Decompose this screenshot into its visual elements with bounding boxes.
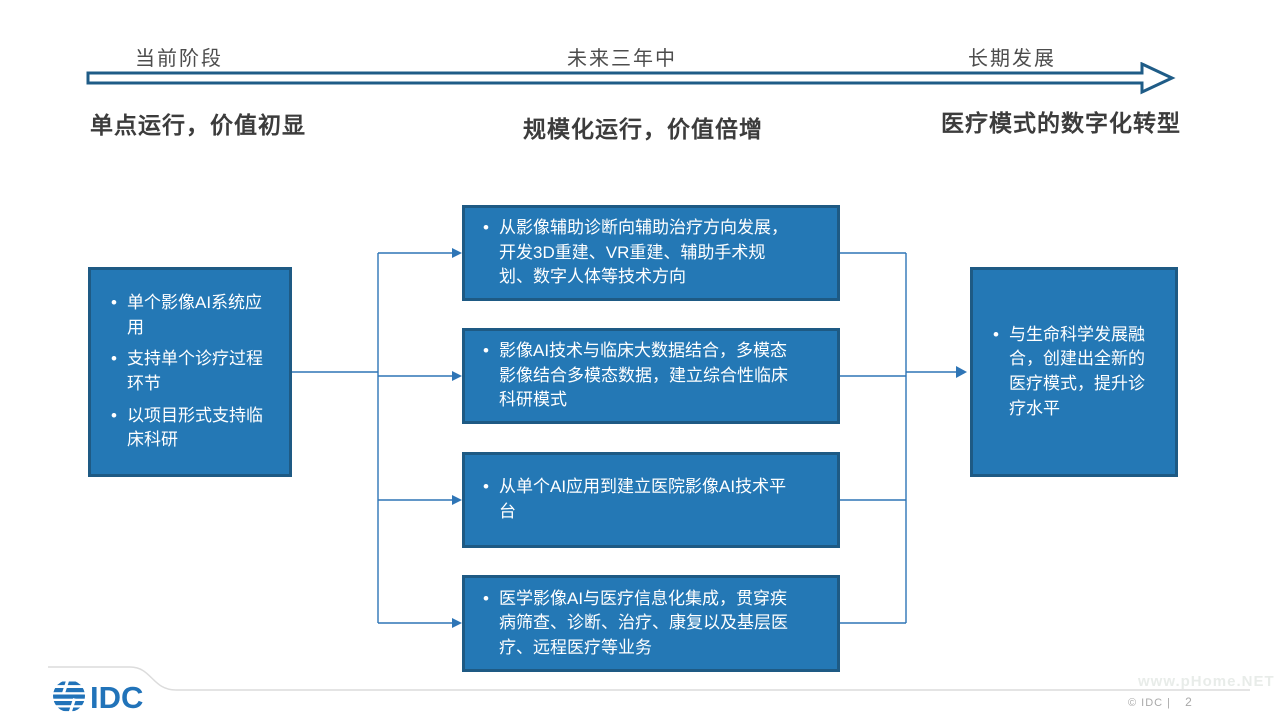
arrowheads [452,248,967,628]
current-stage-bullet-list: 单个影像AI系统应用 支持单个诊疗过程环节 以项目形式支持临床科研 [107,291,269,453]
footer-swoosh-line [48,666,1250,691]
mid-box-hospital-ai-platform: 从单个AI应用到建立医院影像AI技术平台 [462,452,840,548]
copyright-divider: | [1167,697,1172,709]
stage-label-long-term: 长期发展 [968,48,1056,70]
stage-label-next-three-years: 未来三年中 [567,48,677,70]
bullet-item: 与生命科学发展融合，创建出全新的医疗模式，提升诊疗水平 [989,323,1157,422]
idc-logo-text: IDC [90,680,143,715]
stage-subtitle-next-three-years: 规模化运行，价值倍增 [523,116,763,142]
copyright-line: © IDC | 2 [1128,695,1193,709]
bullet-item: 支持单个诊疗过程环节 [107,347,269,396]
bullet-item: 从影像辅助诊断向辅助治疗方向发展，开发3D重建、VR重建、辅助手术规划、数字人体… [479,216,799,290]
stage-subtitle-long-term: 医疗模式的数字化转型 [941,110,1181,136]
future-stage-bullet-list: 与生命科学发展融合，创建出全新的医疗模式，提升诊疗水平 [989,323,1157,422]
current-stage-box: 单个影像AI系统应用 支持单个诊疗过程环节 以项目形式支持临床科研 [88,267,292,477]
stage-subtitle-current: 单点运行，价值初显 [90,112,306,138]
mid-box-clinical-big-data: 影像AI技术与临床大数据结合，多模态影像结合多模态数据，建立综合性临床科研模式 [462,328,840,424]
page-number: 2 [1185,695,1193,709]
idc-globe-icon [53,680,85,712]
idc-logo: IDC [53,680,143,715]
mid-box-medical-it-integration: 医学影像AI与医疗信息化集成，贯穿疾病筛查、诊断、治疗、康复以及基层医疗、远程医… [462,575,840,672]
future-stage-box: 与生命科学发展融合，创建出全新的医疗模式，提升诊疗水平 [970,267,1178,477]
mid-box-assisted-treatment: 从影像辅助诊断向辅助治疗方向发展，开发3D重建、VR重建、辅助手术规划、数字人体… [462,205,840,301]
bullet-item: 影像AI技术与临床大数据结合，多模态影像结合多模态数据，建立综合性临床科研模式 [479,339,799,413]
bullet-item: 单个影像AI系统应用 [107,291,269,340]
bullet-item: 医学影像AI与医疗信息化集成，贯穿疾病筛查、诊断、治疗、康复以及基层医疗、远程医… [479,587,799,661]
timeline-arrow [86,62,1176,95]
bullet-item: 从单个AI应用到建立医院影像AI技术平台 [479,475,799,524]
stage-label-current: 当前阶段 [135,48,223,70]
bullet-item: 以项目形式支持临床科研 [107,404,269,453]
watermark: www.pHome.NET [1138,673,1275,690]
copyright-text: © IDC [1128,697,1164,709]
